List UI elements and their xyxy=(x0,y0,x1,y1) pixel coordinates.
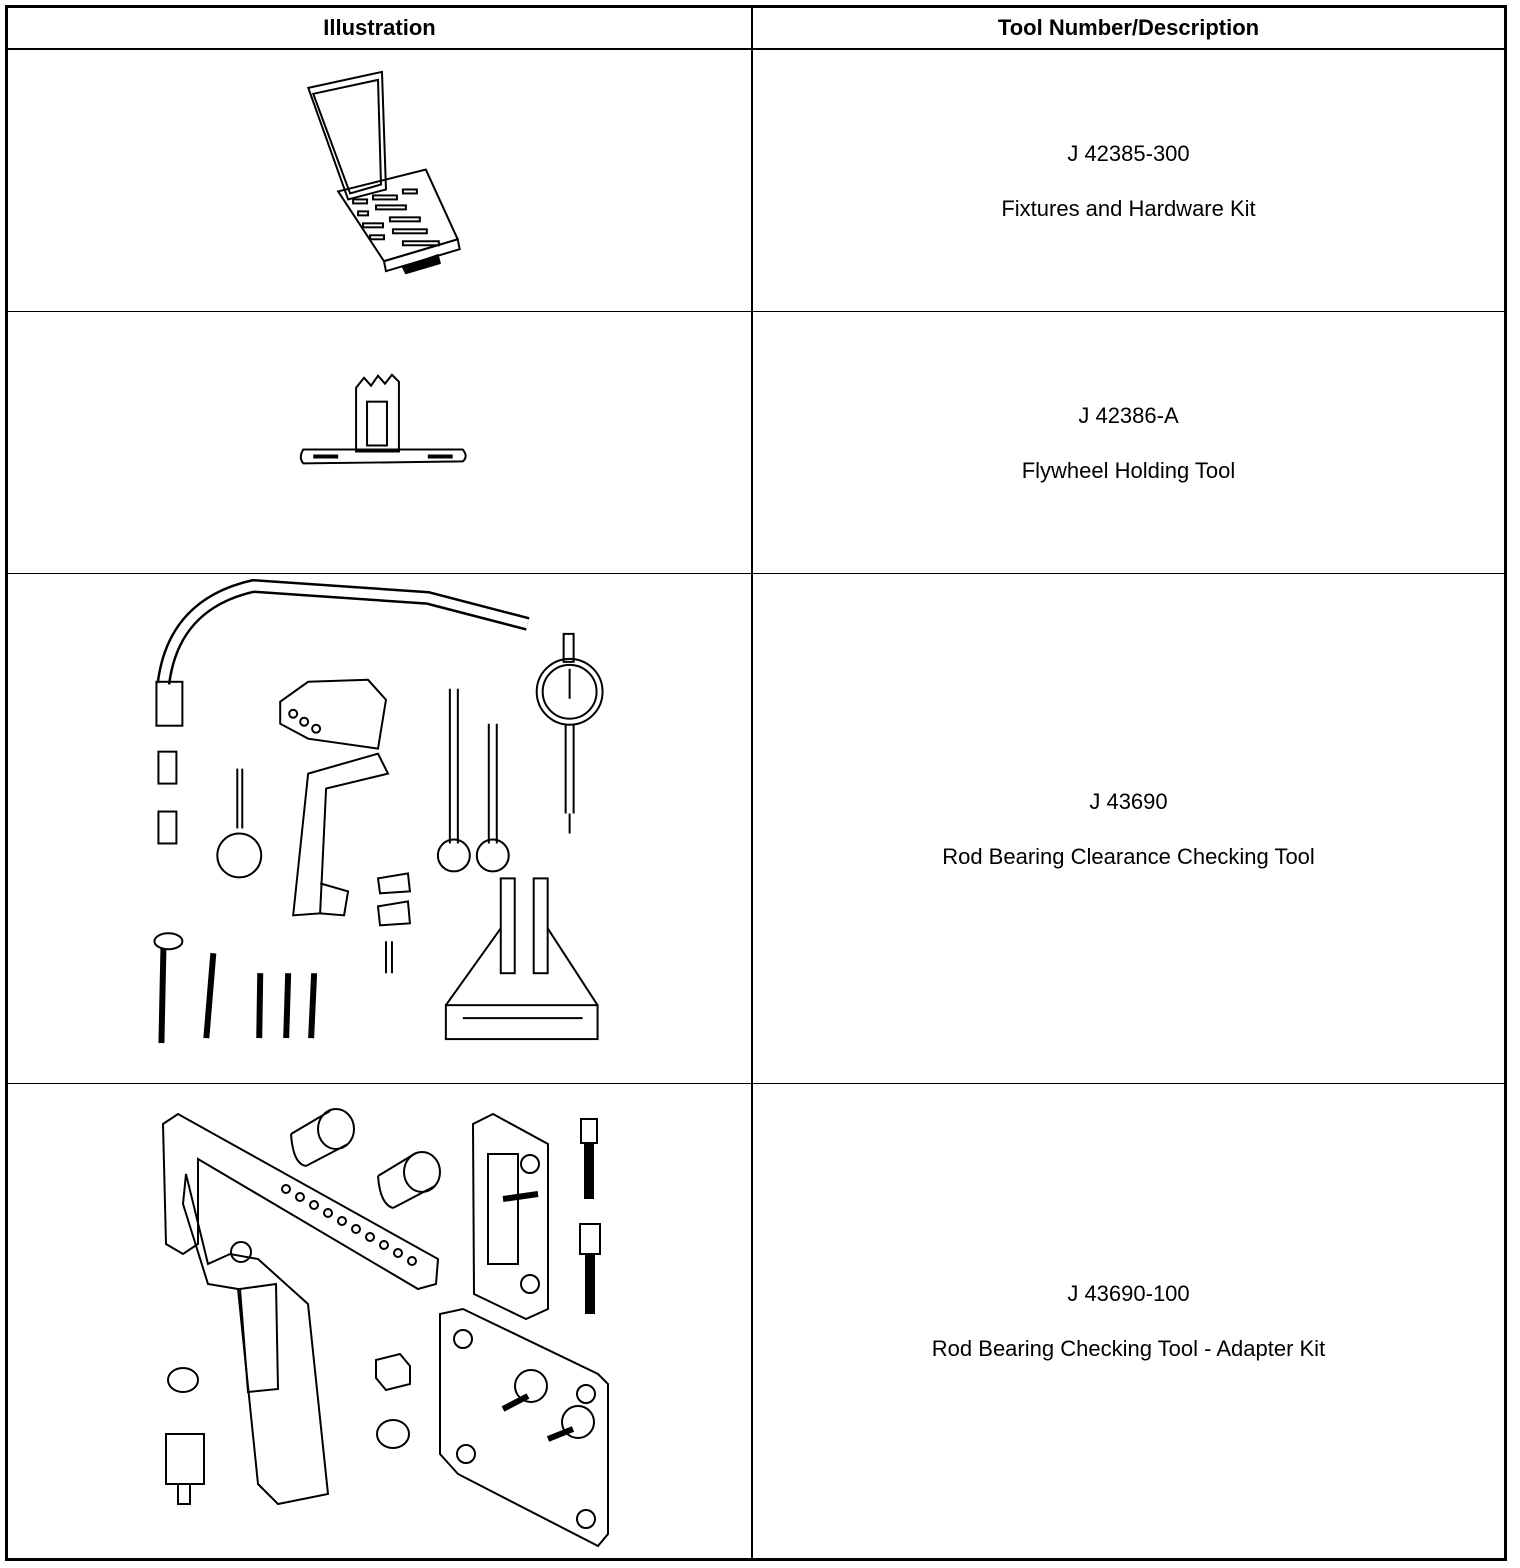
flywheel-tool-illustration xyxy=(8,312,751,573)
hardware-kit-illustration xyxy=(8,50,751,311)
table-header: Illustration Tool Number/Description xyxy=(8,8,1504,50)
rod-bearing-tool-set-icon xyxy=(153,578,604,1044)
adapter-kit-parts-icon xyxy=(161,1108,609,1548)
flywheel-holding-tool-icon xyxy=(299,373,467,465)
tool-description-cell: J 43690 Rod Bearing Clearance Checking T… xyxy=(753,574,1504,1083)
tool-description: Rod Bearing Checking Tool - Adapter Kit xyxy=(931,1336,1326,1361)
tool-description-cell: J 43690-100 Rod Bearing Checking Tool - … xyxy=(753,1084,1504,1558)
table-row: J 43690 Rod Bearing Clearance Checking T… xyxy=(8,574,1504,1084)
adapter-kit-illustration xyxy=(8,1084,751,1558)
table-row: J 43690-100 Rod Bearing Checking Tool - … xyxy=(8,1084,1504,1558)
tool-description-cell: J 42386-A Flywheel Holding Tool xyxy=(753,312,1504,573)
tool-number: J 42385-300 xyxy=(1067,140,1190,166)
tool-number: J 43690-100 xyxy=(1067,1281,1190,1306)
header-tool-number: Tool Number/Description xyxy=(997,15,1260,40)
hardware-kit-case-icon xyxy=(306,70,461,275)
table-row: J 42385-300 Fixtures and Hardware Kit xyxy=(8,50,1504,312)
tool-description: Flywheel Holding Tool xyxy=(1021,457,1236,483)
tool-number: J 43690 xyxy=(1089,788,1168,814)
tool-description-cell: J 42385-300 Fixtures and Hardware Kit xyxy=(753,50,1504,311)
table-row: J 42386-A Flywheel Holding Tool xyxy=(8,312,1504,574)
tool-table: Illustration Tool Number/Description xyxy=(5,5,1507,1561)
rod-bearing-tool-illustration xyxy=(8,574,751,1083)
tool-description: Rod Bearing Clearance Checking Tool xyxy=(942,843,1315,869)
column-divider xyxy=(751,8,753,1558)
header-illustration: Illustration xyxy=(323,15,436,40)
tool-number: J 42386-A xyxy=(1078,402,1179,428)
tool-description: Fixtures and Hardware Kit xyxy=(1001,195,1256,221)
